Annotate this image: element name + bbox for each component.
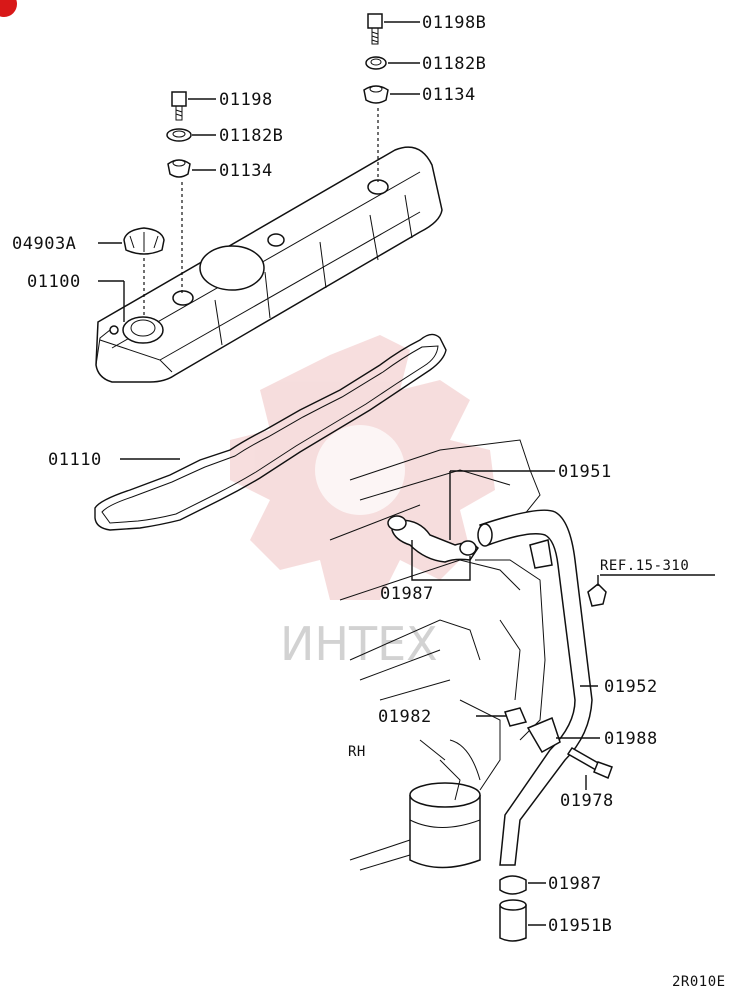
engine-block <box>329 439 546 871</box>
label-01198b: 01198B <box>422 13 486 33</box>
gasket <box>94 333 447 531</box>
oil-cap-04903a <box>123 227 165 255</box>
ref-nut <box>587 582 607 607</box>
clamp-01987-bottom <box>499 875 527 895</box>
hose-01951 <box>391 519 479 563</box>
grommet-01134-right <box>363 85 389 104</box>
label-01982: 01982 <box>378 707 432 727</box>
watermark-text: ИНТЕХ <box>280 617 438 671</box>
grommet-01134-left <box>167 159 191 178</box>
label-04903a: 04903A <box>12 234 76 254</box>
label-01978: 01978 <box>560 791 614 811</box>
label-01951b: 01951B <box>548 916 612 936</box>
label-01134-right: 01134 <box>422 85 476 105</box>
label-01182b-left: 01182B <box>219 126 283 146</box>
label-01134-left: 01134 <box>219 161 273 181</box>
label-01987-bottom: 01987 <box>548 874 602 894</box>
label-01951: 01951 <box>558 462 612 482</box>
washer-01182b-right <box>365 56 387 70</box>
label-01110: 01110 <box>48 450 102 470</box>
label-01100: 01100 <box>27 272 81 292</box>
label-01198: 01198 <box>219 90 273 110</box>
clamp-01988 <box>526 716 561 754</box>
label-ref: REF.15-310 <box>600 558 689 574</box>
corner-badge <box>0 0 17 17</box>
label-01182b-right: 01182B <box>422 54 486 74</box>
label-01988: 01988 <box>604 729 658 749</box>
hose-01951b <box>499 899 527 942</box>
diagram-code: 2R010E <box>672 974 726 990</box>
label-01987-top: 01987 <box>380 584 434 604</box>
bolt-01978 <box>566 747 602 771</box>
label-01952: 01952 <box>604 677 658 697</box>
fitting-01982 <box>504 707 528 727</box>
washer-01182b-left <box>166 128 192 142</box>
bolt-01198 <box>171 91 187 121</box>
label-rh: RH <box>348 744 366 760</box>
hose-01952 <box>479 509 593 866</box>
bolt-01198b <box>367 13 383 45</box>
